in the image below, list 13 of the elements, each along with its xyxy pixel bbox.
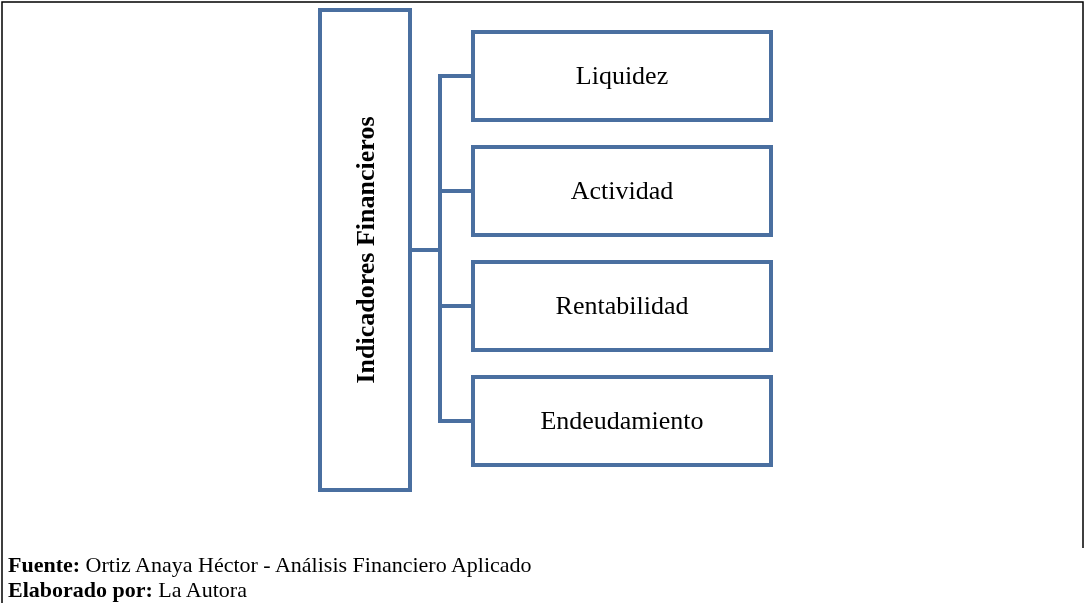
source-note: Elaborado por: La Autora: [8, 577, 247, 603]
vertical-title-box: [318, 8, 412, 492]
category-box: [471, 145, 773, 237]
box-label: Endeudamiento: [540, 406, 704, 436]
category-box: [471, 30, 773, 122]
connector-line: [412, 248, 471, 423]
box-title: Indicadores Financieros: [350, 116, 380, 384]
category-box: [471, 375, 773, 467]
category-box: [471, 260, 773, 352]
box-label: Rentabilidad: [555, 291, 689, 321]
box-label: Liquidez: [575, 61, 669, 91]
box-label: Actividad: [570, 176, 674, 206]
source-note: Fuente: Ortiz Anaya Héctor - Análisis Financiero Aplicado: [8, 552, 532, 578]
